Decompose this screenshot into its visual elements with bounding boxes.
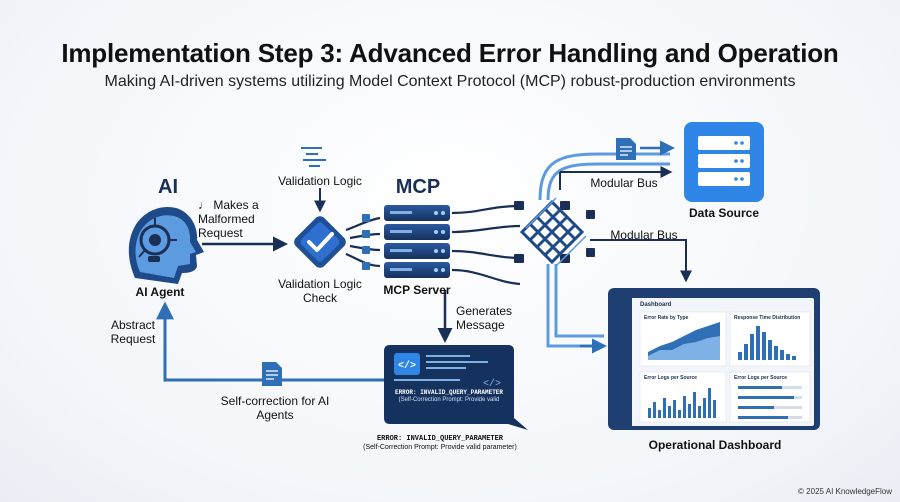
panel-title-error-rate: Error Rate by Type (644, 315, 689, 321)
bus-plugs (514, 201, 570, 263)
self-correction-arrow (156, 301, 384, 382)
footer-copyright: © 2025 AI KnowledgeFlow (798, 487, 892, 496)
dashboard-inner-title: Dashboard (640, 302, 672, 308)
mcp-heading: MCP (395, 176, 441, 198)
bubble-error-prompt: (Self-Correction Prompt: Provide valid (398, 397, 500, 403)
self-correction-label: Self-correction for AI Agents (220, 394, 330, 422)
modular-bus-arrow-2 (590, 239, 692, 283)
dashboard-flow (546, 264, 604, 348)
validation-logic-icon (301, 147, 326, 167)
error-message-bubble: </> </> (384, 345, 528, 430)
malformed-request-label: ♩ Makes a Malformed Request (198, 198, 259, 240)
modular-bus-mesh (519, 199, 585, 265)
panel-title-response-time: Response Time Distribution (734, 315, 801, 321)
ai-agent-icon (128, 206, 204, 284)
error-caption-prompt: (Self-Correction Prompt: Provide valid p… (363, 444, 517, 451)
ai-heading: AI (158, 176, 178, 198)
mcp-server-icon (384, 205, 450, 278)
error-caption-code: ERROR: INVALID_QUERY_PARAMETER (376, 435, 504, 443)
panel-title-error-logs-1: Error Logs per Source (644, 375, 698, 381)
connector-plugs (362, 214, 370, 270)
mcp-to-bus-lines (451, 204, 521, 286)
validation-logic-label: Validation Logic (278, 174, 362, 188)
data-source-flow (538, 152, 670, 201)
modular-bus-label-2: Modular Bus (610, 228, 678, 242)
svg-text:</>: </> (483, 378, 501, 390)
panel-title-error-logs-2: Error Logs per Source (734, 375, 788, 381)
document-icon-loop (262, 362, 282, 386)
validation-to-mcp-lines (345, 216, 381, 268)
abstract-request-label: Abstract Request (110, 318, 156, 346)
validation-check-icon (294, 216, 346, 268)
modular-bus-label-1: Modular Bus (590, 176, 658, 190)
page-title: Implementation Step 3: Advanced Error Ha… (61, 38, 839, 68)
svg-text:</>: </> (398, 360, 416, 372)
ai-agent-label: AI Agent (135, 285, 185, 299)
operational-dashboard-label: Operational Dashboard (648, 438, 782, 452)
bubble-error-code: ERROR: INVALID_QUERY_PARAMETER (394, 389, 504, 396)
document-icon-top (616, 138, 636, 160)
operational-dashboard-window (608, 288, 820, 430)
mcp-server-label: MCP Server (383, 283, 451, 297)
page-subtitle: Making AI-driven systems utilizing Model… (104, 73, 796, 90)
data-source-label: Data Source (688, 206, 760, 220)
generates-message-label: Generates Message (456, 304, 513, 332)
data-source-icon (684, 122, 764, 202)
validation-check-label: Validation Logic Check (278, 277, 362, 305)
